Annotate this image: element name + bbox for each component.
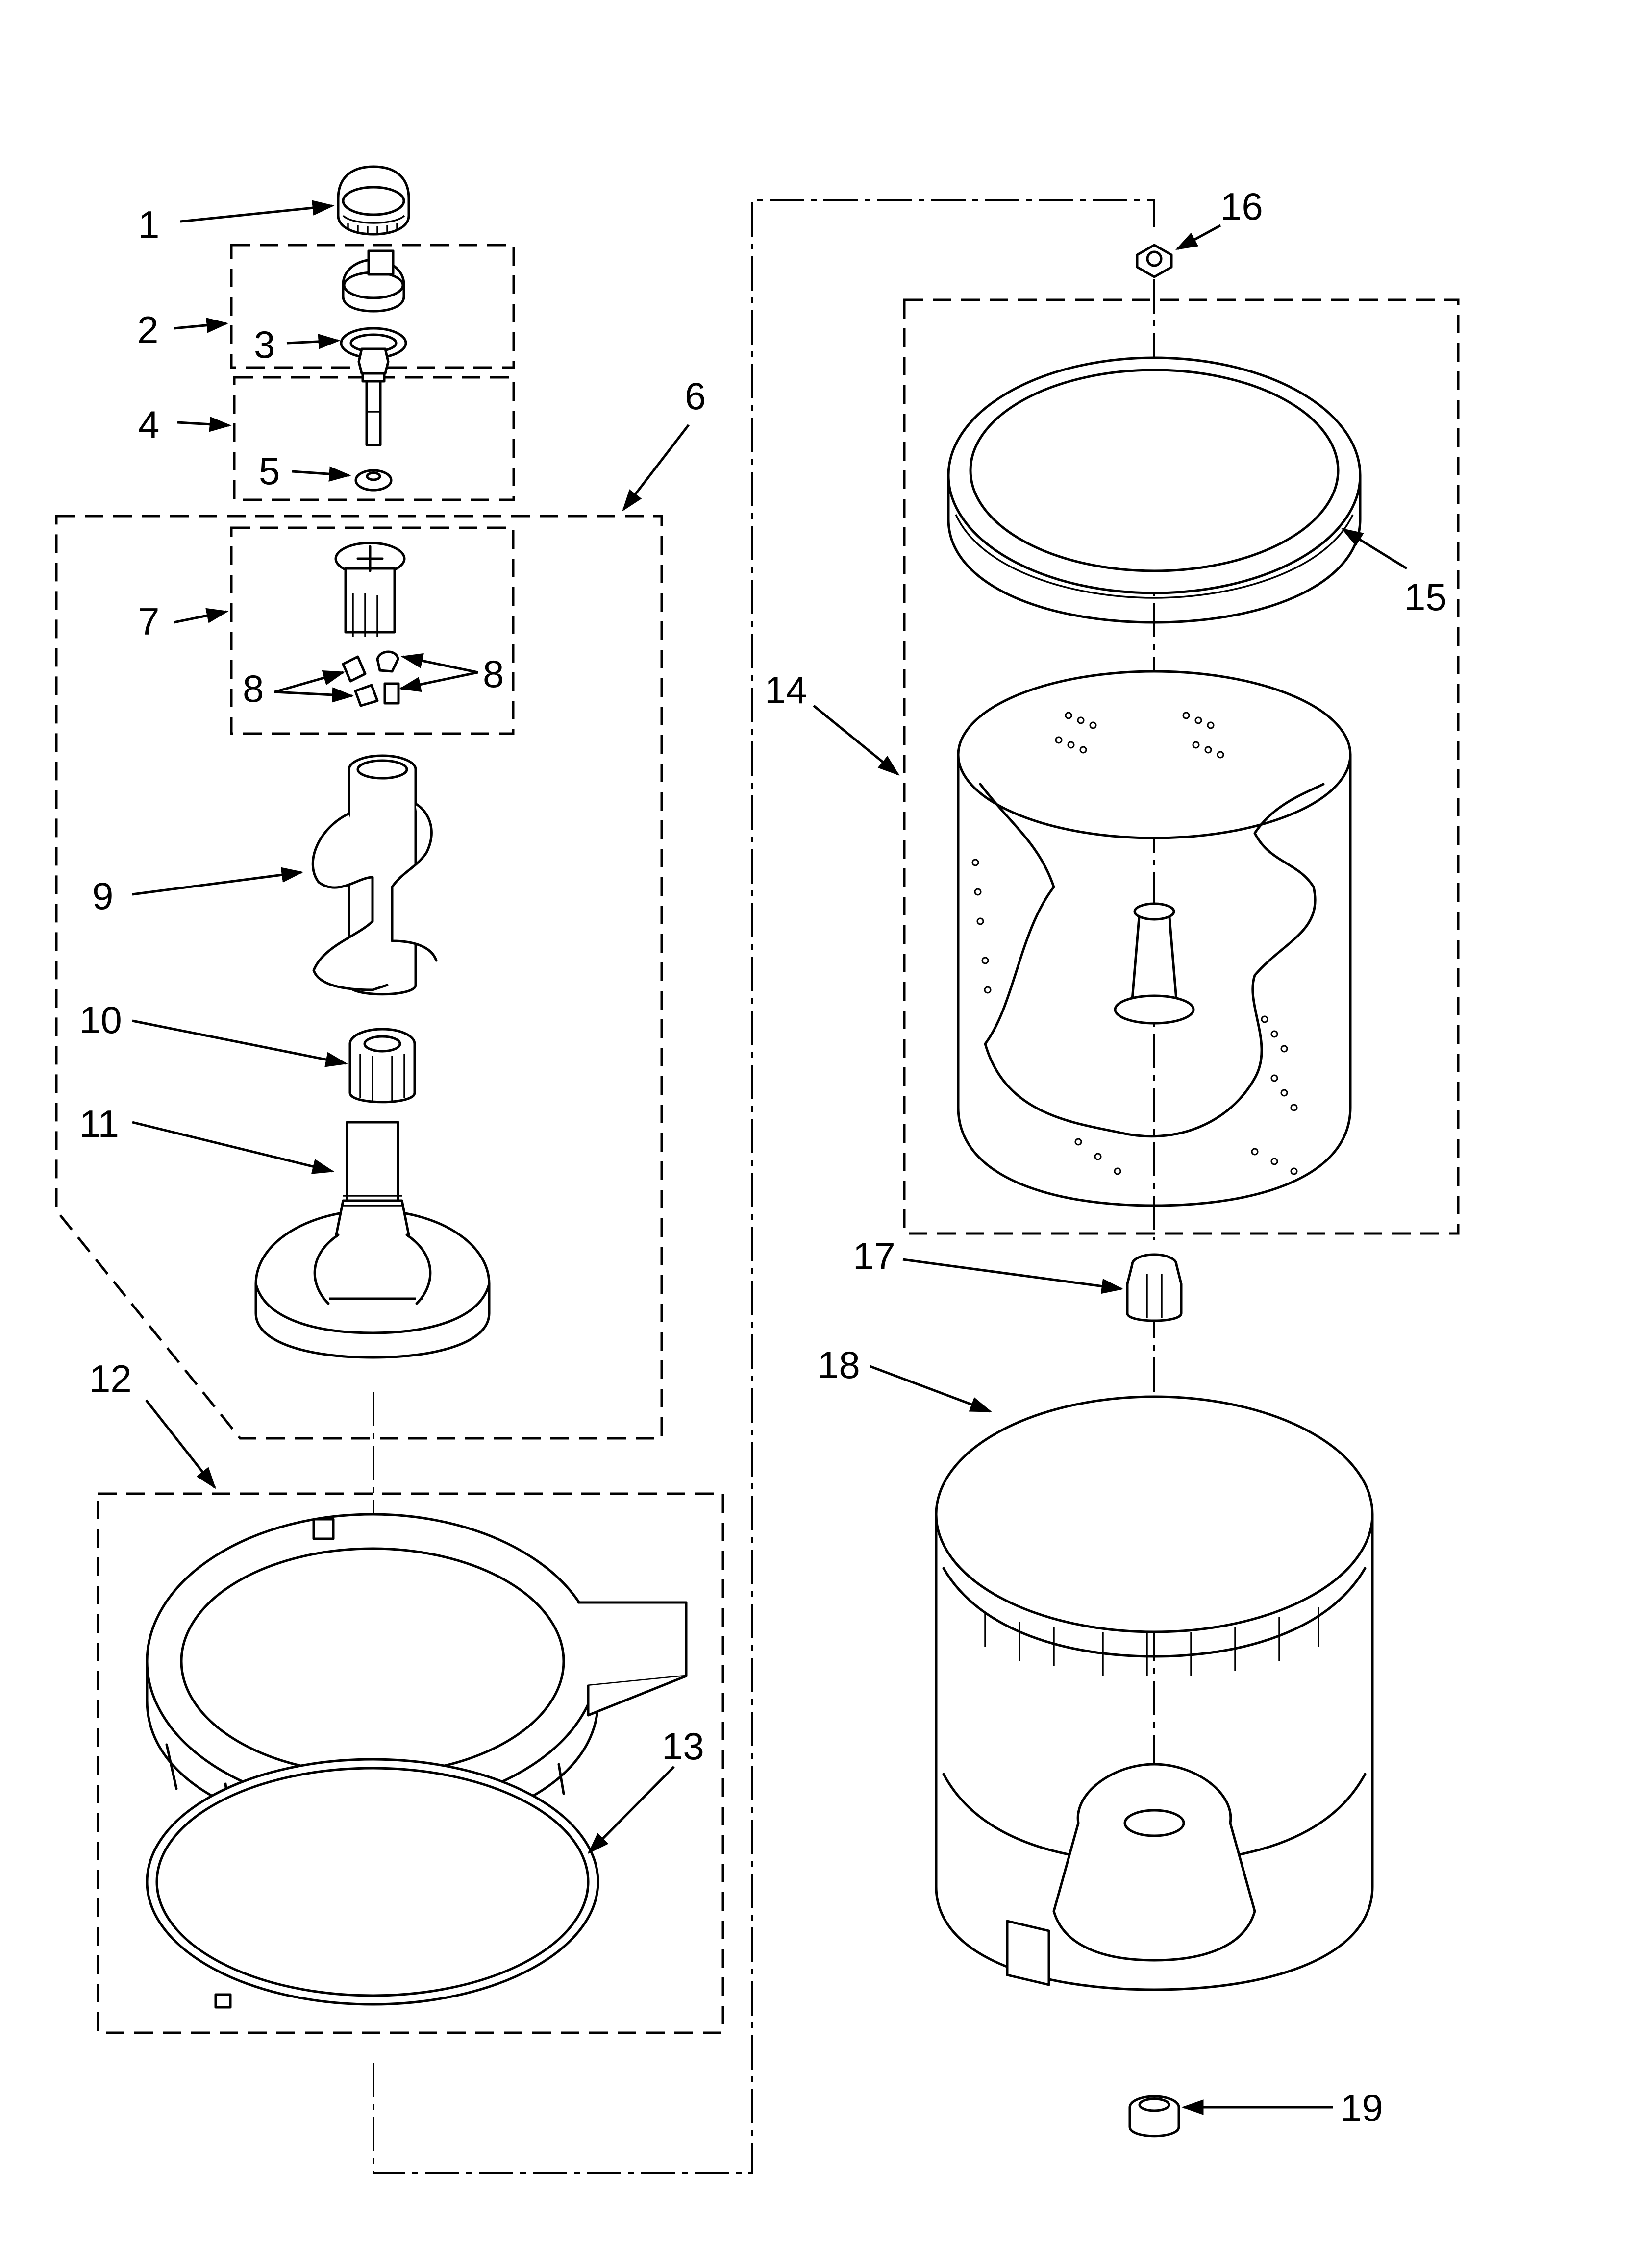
callout-8-right: 8 — [483, 652, 504, 695]
callout-19: 19 — [1341, 2086, 1383, 2129]
tub-ring-assembly — [146, 1513, 688, 1844]
outer-tub — [935, 1395, 1374, 1991]
leader-13 — [587, 1766, 675, 1854]
drive-coupler — [348, 1028, 416, 1104]
agitator-cap — [337, 165, 410, 236]
tub-plug — [1128, 2095, 1180, 2138]
agitator-dogs — [342, 650, 400, 707]
group-box-12 — [97, 1492, 724, 2034]
callout-14: 14 — [765, 668, 807, 712]
spin-basket — [957, 670, 1352, 1207]
leader-6 — [622, 424, 690, 512]
leader-5 — [292, 466, 351, 482]
balance-ring — [947, 356, 1362, 624]
clamp-ring — [146, 1758, 599, 2009]
connector-line — [373, 199, 1155, 2174]
callout-3: 3 — [254, 323, 275, 366]
group-box-14 — [903, 298, 1460, 1235]
callout-9: 9 — [92, 874, 113, 917]
leader-1 — [180, 200, 335, 223]
leader-17 — [902, 1258, 1124, 1294]
tub-slots — [984, 1607, 1319, 1676]
agitator-base — [254, 1121, 491, 1359]
callout-5: 5 — [259, 449, 280, 493]
leader-4 — [177, 416, 232, 432]
tub-seal — [1126, 1253, 1183, 1322]
callout-6: 6 — [685, 374, 706, 418]
dog-cam — [334, 542, 406, 637]
callout-4: 4 — [138, 403, 159, 446]
leader-16 — [1175, 224, 1221, 250]
leader-2 — [174, 318, 229, 333]
callout-1: 1 — [138, 203, 159, 246]
leader-9 — [132, 867, 304, 896]
callout-10: 10 — [79, 998, 122, 1041]
callout-17: 17 — [853, 1234, 895, 1278]
leader-14 — [813, 705, 900, 776]
callout-11: 11 — [79, 1102, 119, 1145]
leader-18 — [870, 1365, 993, 1413]
callout-2: 2 — [137, 308, 158, 351]
callout-16: 16 — [1220, 185, 1263, 228]
leader-8d — [398, 671, 478, 692]
leader-10 — [132, 1019, 348, 1067]
callout-12: 12 — [89, 1357, 132, 1400]
leader-8c — [400, 653, 478, 674]
group-box-7 — [230, 526, 515, 735]
spin-tub-nut — [1136, 244, 1173, 278]
leader-7 — [174, 608, 229, 624]
agitator-auger — [311, 754, 438, 996]
washer — [354, 469, 393, 492]
callout-13: 13 — [662, 1725, 704, 1768]
leader-15 — [1341, 528, 1408, 570]
agitator-cap-piece — [342, 249, 405, 313]
leader-12 — [145, 1399, 216, 1489]
callout-18: 18 — [818, 1343, 860, 1386]
callout-15: 15 — [1404, 575, 1447, 618]
leader-11 — [132, 1121, 335, 1174]
leader-8a — [274, 670, 346, 693]
agitator-bolt — [357, 347, 390, 446]
group-box-4 — [233, 376, 515, 501]
leader-8b — [274, 687, 354, 703]
callout-7: 7 — [138, 600, 159, 643]
callout-8-left: 8 — [243, 667, 264, 710]
group-box-6 — [55, 515, 663, 1440]
leader-3 — [286, 334, 341, 349]
